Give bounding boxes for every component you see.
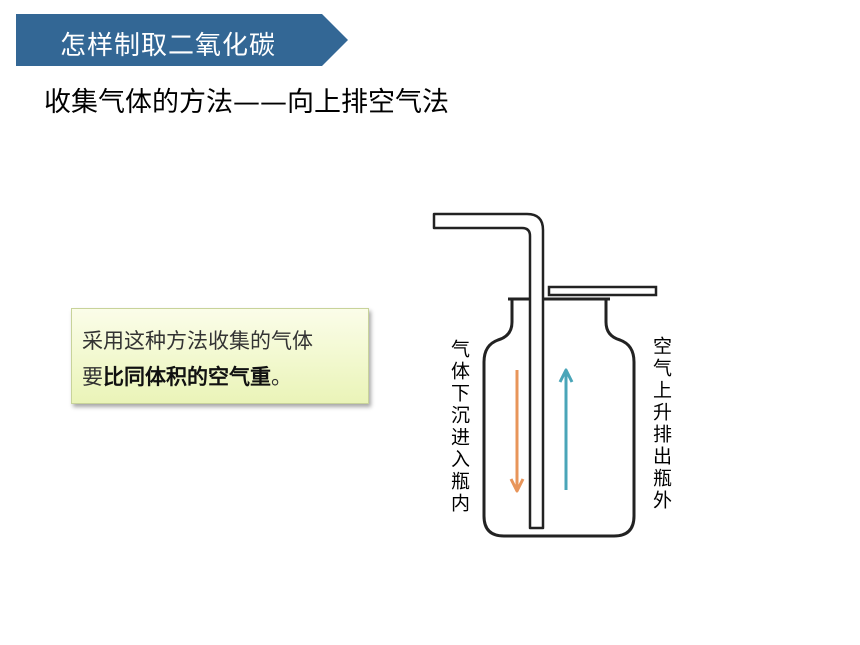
banner-shape — [16, 14, 348, 66]
collection-bottle — [482, 300, 636, 538]
gas-down-arrow-head — [509, 478, 525, 493]
air-rises-label: 空气上升排出瓶外 — [650, 336, 672, 512]
note-line-1: 采用这种方法收集的气体 — [82, 329, 313, 353]
note-prefix: 要 — [82, 365, 103, 389]
air-up-arrow-head — [558, 368, 574, 383]
note-line-2: 要比同体积的空气重。 — [82, 359, 358, 395]
note-emphasis: 比同体积的空气重 — [103, 365, 271, 389]
cover-plate — [547, 285, 658, 297]
delivery-tube — [432, 212, 545, 530]
gas-sinks-label: 气体下沉进入瓶内 — [448, 339, 470, 515]
note-box: 采用这种方法收集的气体 要比同体积的空气重。 — [71, 308, 369, 404]
slide-title: 怎样制取二氧化碳 — [60, 31, 277, 61]
title-banner: 怎样制取二氧化碳 — [16, 14, 348, 66]
section-subtitle: 收集气体的方法——向上排空气法 — [44, 87, 449, 118]
note-suffix: 。 — [271, 365, 292, 389]
